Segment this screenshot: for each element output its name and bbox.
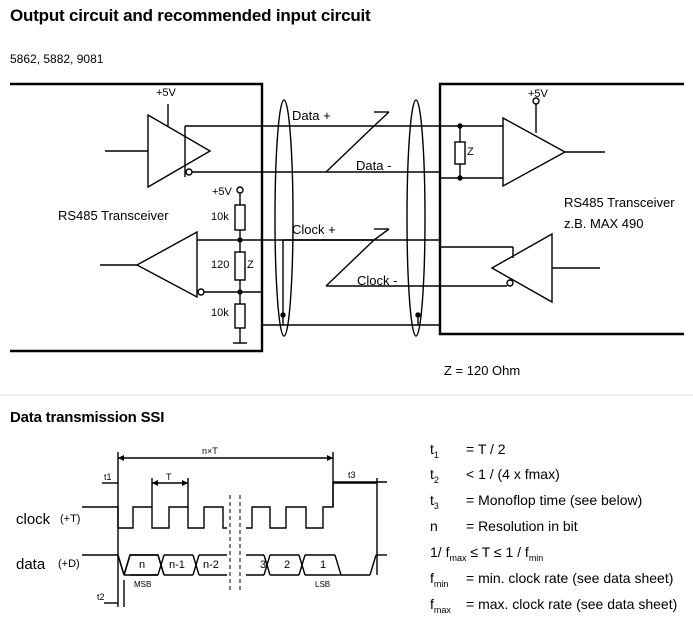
data-signal-label: data (16, 556, 46, 573)
T-dimension-label: T (166, 472, 172, 482)
legend-row-fmax: fmax= max. clock rate (see data sheet) (430, 596, 678, 615)
vcc-left-label: +5V (156, 87, 176, 99)
right-receiver-triangle (502, 116, 567, 188)
legend-row-t3: t3= Monoflop time (see below) (430, 492, 643, 511)
right-transceiver-label: RS485 Transceiver (564, 195, 675, 210)
lsb-label: LSB (315, 580, 331, 589)
clock-waveform (82, 506, 227, 529)
bit-label-n: n (139, 559, 146, 571)
resistor-bot-label: 10k (211, 307, 229, 319)
right-transceiver-example: z.B. MAX 490 (564, 216, 644, 231)
clock-minus-label: Clock - (357, 273, 398, 288)
right-driver-triangle (490, 232, 553, 304)
data-signal-sub: (+D) (58, 558, 80, 570)
page-title: Output circuit and recommended input cir… (10, 6, 371, 25)
vcc-bias-label: +5V (212, 186, 232, 198)
t1-dimension-label: t1 (104, 472, 112, 482)
bit-label-n-1: n-1 (169, 559, 185, 571)
bit-label-1: 1 (320, 559, 327, 571)
resistor-mid-label: 120 (211, 259, 230, 271)
t2-dimension-label: t2 (97, 592, 105, 602)
clock-signal-sub: (+T) (60, 513, 81, 525)
timing-title: Data transmission SSI (10, 409, 165, 426)
bit-label-n-2: n-2 (203, 559, 219, 571)
bit-label-3: 3 (260, 559, 267, 571)
resistor-mid-z-label: Z (247, 259, 254, 271)
legend-row-t1: t1= T / 2 (430, 441, 506, 460)
bit-label-2: 2 (284, 559, 291, 571)
vcc-right-label: +5V (528, 88, 548, 100)
left-device-box (10, 82, 264, 353)
msb-label: MSB (134, 580, 152, 589)
left-transceiver-label: RS485 Transceiver (58, 208, 169, 223)
cable-shield-right (406, 99, 426, 337)
left-receiver-triangle (135, 230, 198, 299)
model-list: 5862, 5882, 9081 (10, 52, 104, 66)
legend-row-n: n= Resolution in bit (430, 518, 578, 534)
legend-row-range: 1/ fmax ≤ T ≤ 1 / fmin (430, 544, 544, 563)
data-minus-label: Data - (356, 158, 392, 173)
right-device-box (438, 82, 684, 336)
resistor-right-z-label: Z (467, 146, 474, 158)
cable-shield-left (274, 99, 294, 337)
clock-plus-label: Clock + (292, 222, 336, 237)
data-plus-label: Data + (292, 108, 331, 123)
t3-dimension-label: t3 (348, 470, 356, 480)
nT-dimension-label: n×T (202, 446, 218, 456)
legend-row-t2: t2< 1 / (4 x fmax) (430, 466, 560, 485)
clock-signal-label: clock (16, 511, 51, 528)
resistor-top-label: 10k (211, 211, 229, 223)
legend-row-fmin: fmin= min. clock rate (see data sheet) (430, 570, 674, 589)
impedance-note: Z = 120 Ohm (444, 363, 521, 378)
